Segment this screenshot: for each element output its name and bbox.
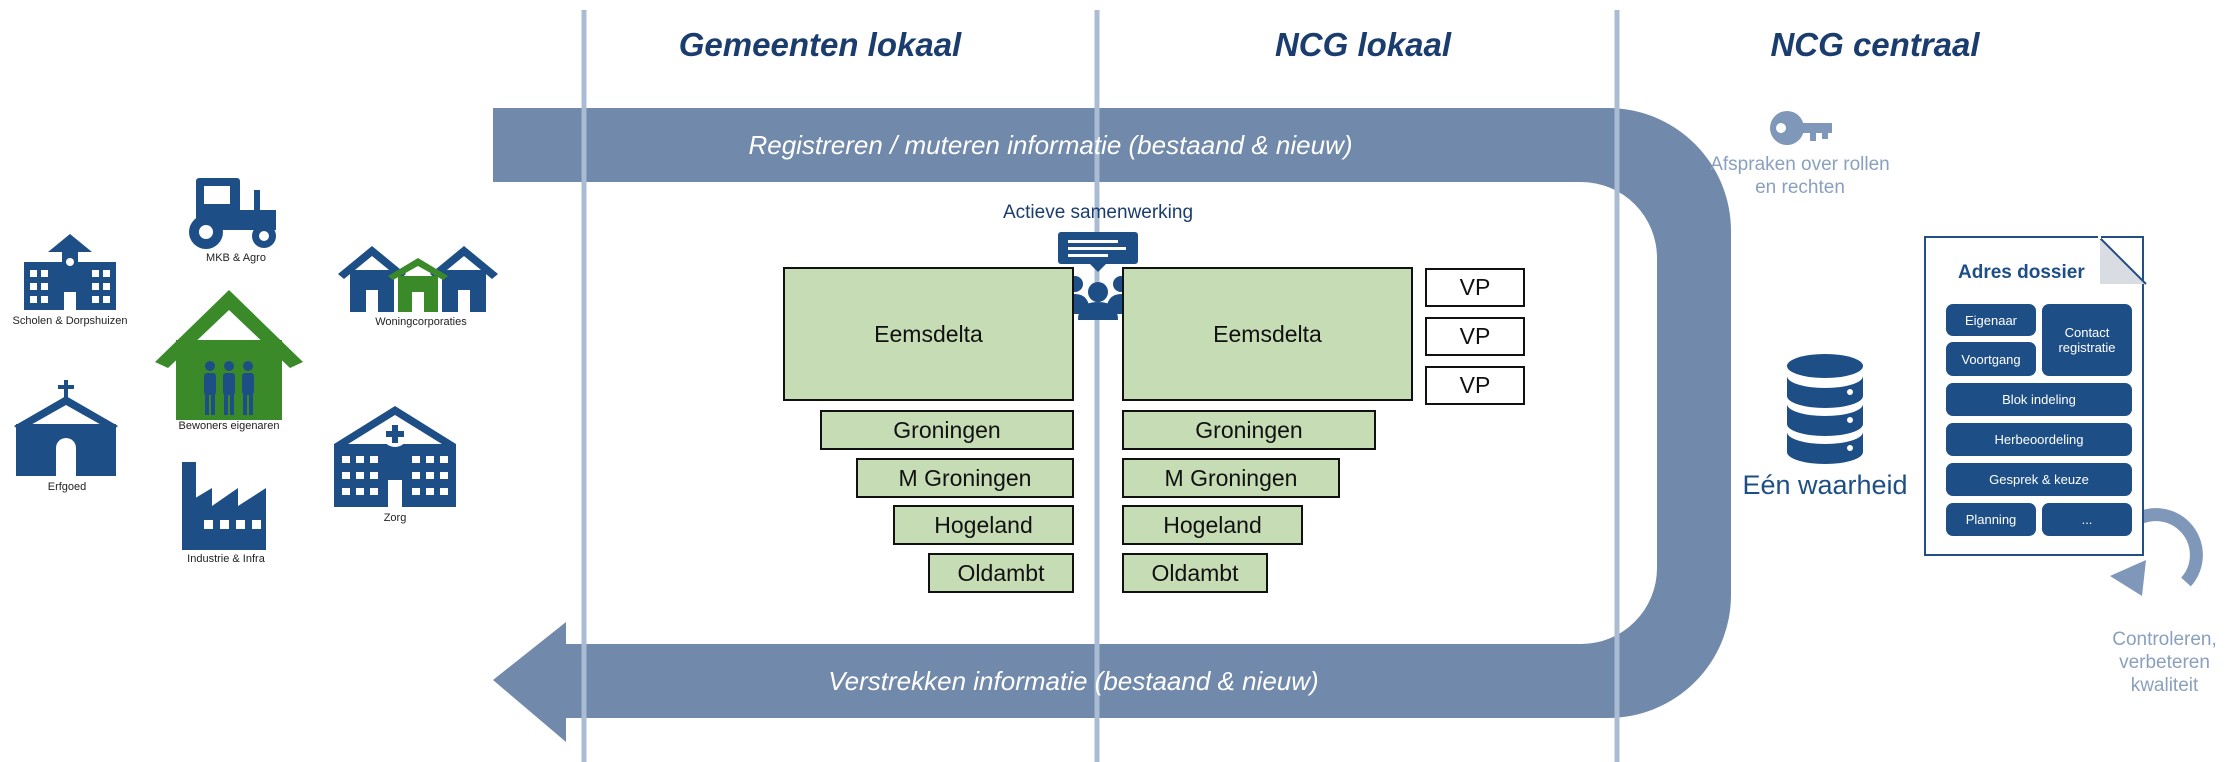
tractor-icon xyxy=(189,178,276,249)
dossier-item-blok: Blok indeling xyxy=(1946,383,2132,416)
dossier-item-herbeoordeling: Herbeoordeling xyxy=(1946,423,2132,456)
vp-box-1: VP xyxy=(1425,268,1525,307)
dossier-item-planning: Planning xyxy=(1946,503,2036,536)
vp-box-2: VP xyxy=(1425,317,1525,356)
dossier-title: Adres dossier xyxy=(1958,262,2085,283)
right-box-eemsdelta: Eemsdelta xyxy=(1122,267,1413,401)
dossier-item-contact: Contact registratie xyxy=(2042,304,2132,376)
left-box-hogeland: Hogeland xyxy=(893,505,1074,545)
column-title-ncg-centraal: NCG centraal xyxy=(1770,26,1980,63)
flow-label-top: Registreren / muteren informatie (bestaa… xyxy=(748,130,1353,160)
right-box-m-groningen: M Groningen xyxy=(1122,458,1340,498)
address-dossier: Adres dossier Eigenaar Contact registrat… xyxy=(1924,236,2147,556)
dossier-item-voortgang: Voortgang xyxy=(1946,342,2036,376)
right-box-hogeland: Hogeland xyxy=(1122,505,1303,545)
page-fold-icon xyxy=(2098,236,2147,285)
vp-box-3: VP xyxy=(1425,366,1525,405)
stakeholder-label-erfgoed: Erfgoed xyxy=(47,481,87,493)
column-title-ncg-lokaal: NCG lokaal xyxy=(1274,26,1452,63)
left-box-m-groningen: M Groningen xyxy=(856,458,1074,498)
left-box-groningen: Groningen xyxy=(820,410,1074,450)
hospital-icon xyxy=(334,406,456,507)
church-icon xyxy=(14,380,118,476)
right-box-groningen: Groningen xyxy=(1122,410,1376,450)
dossier-item-gesprek: Gesprek & keuze xyxy=(1946,463,2132,496)
stakeholder-label-zorg: Zorg xyxy=(383,512,407,524)
left-box-oldambt: Oldambt xyxy=(928,553,1074,593)
collaboration-icon xyxy=(1058,232,1138,320)
stakeholder-label-bewoners: Bewoners eigenaren xyxy=(178,420,280,432)
right-box-oldambt: Oldambt xyxy=(1122,553,1268,593)
stakeholder-label-scholen: Scholen & Dorpshuizen xyxy=(12,315,128,327)
een-waarheid-label: Eén waarheid xyxy=(1742,470,1908,500)
residents-house-icon xyxy=(155,290,303,420)
left-box-eemsdelta: Eemsdelta xyxy=(783,267,1074,401)
collaboration-label: Actieve samenwerking xyxy=(1002,202,1194,223)
stakeholder-label-industrie: Industrie & Infra xyxy=(187,553,265,565)
controleren-text: Controleren, verbeteren kwaliteit xyxy=(2112,629,2217,696)
housing-corporations-icon xyxy=(338,246,498,312)
flow-label-bottom: Verstrekken informatie (bestaand & nieuw… xyxy=(828,666,1319,696)
dossier-item-eigenaar: Eigenaar xyxy=(1946,304,2036,336)
afspraken-text: Afspraken over rollen en rechten xyxy=(1710,154,1890,198)
stakeholder-label-mkb: MKB & Agro xyxy=(206,252,266,264)
key-icon xyxy=(1770,111,1832,145)
dossier-item-more: ... xyxy=(2042,503,2132,536)
flow-band-arrow xyxy=(493,108,1731,742)
column-title-gemeenten: Gemeenten lokaal xyxy=(678,26,962,63)
factory-icon xyxy=(182,462,266,550)
stakeholder-label-woningcorporaties: Woningcorporaties xyxy=(375,316,467,328)
school-icon xyxy=(24,234,116,310)
database-icon xyxy=(1787,354,1863,464)
